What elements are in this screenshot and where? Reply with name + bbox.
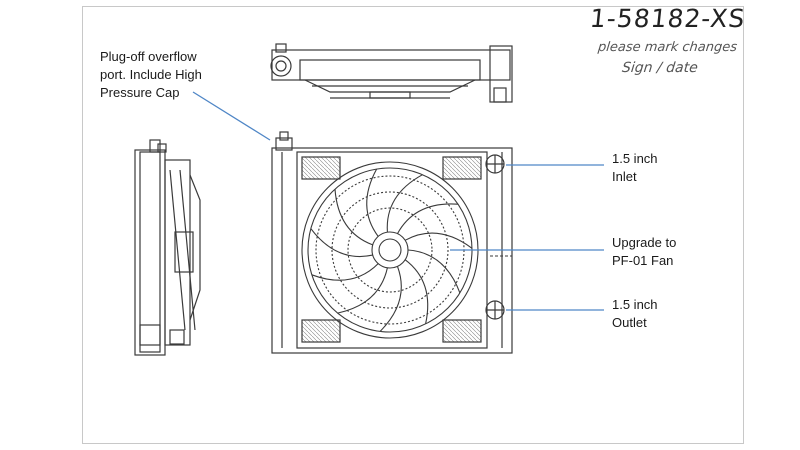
- fan-blade: [404, 259, 429, 325]
- leader-overflow-port: [192, 91, 271, 141]
- fan-blade: [310, 228, 373, 258]
- top-view: [270, 43, 513, 103]
- fan-blade: [334, 189, 373, 246]
- callout-inlet: 1.5 inch Inlet: [612, 151, 658, 184]
- fan-assembly: [301, 161, 479, 339]
- handwritten-sign-date: Sign / date: [621, 60, 699, 76]
- fan-blade: [386, 174, 423, 233]
- side-view: [134, 139, 201, 356]
- callout-lines: [192, 91, 604, 311]
- drawing-sheet: [82, 6, 744, 444]
- fan-blade: [311, 263, 379, 281]
- fan-blade: [366, 168, 379, 237]
- fan-blade: [379, 266, 402, 332]
- handwritten-note: please mark changes: [597, 40, 738, 55]
- fan-blade: [404, 232, 473, 249]
- fan-blade: [337, 267, 388, 314]
- fan-blade: [407, 249, 461, 294]
- fan-blades: [310, 168, 473, 332]
- callout-overflow-port: Plug-off overflow port. Include High Pre…: [100, 49, 202, 100]
- part-number: 1-58182-XS: [588, 4, 747, 33]
- callout-outlet: 1.5 inch Outlet: [612, 297, 658, 330]
- callout-fan-upgrade: Upgrade to PF-01 Fan: [612, 235, 677, 268]
- fan-blade: [397, 203, 459, 234]
